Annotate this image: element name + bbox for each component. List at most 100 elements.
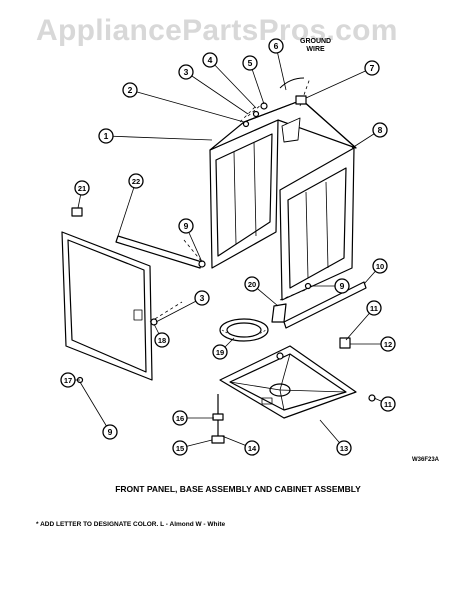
callout-leader xyxy=(79,381,111,433)
callout-number: 9 xyxy=(108,427,113,437)
callout-number: 6 xyxy=(274,41,279,51)
callout-circle xyxy=(372,122,388,138)
callout-4: 4 xyxy=(202,52,218,68)
callout-leader xyxy=(305,67,373,99)
front-panel-strap xyxy=(115,235,203,269)
base-bracket xyxy=(283,281,367,329)
callout-18: 18 xyxy=(154,332,170,348)
callout-number: 8 xyxy=(378,125,383,135)
callout-number: 14 xyxy=(248,444,257,453)
callout-1: 1 xyxy=(98,128,114,144)
callout-15: 15 xyxy=(172,440,188,456)
callout-number: 18 xyxy=(158,336,166,345)
callout-7: 7 xyxy=(364,60,380,76)
callout-number: 4 xyxy=(208,55,213,65)
callout-22: 22 xyxy=(128,173,144,189)
callout-5: 5 xyxy=(242,55,258,71)
callout-17: 17 xyxy=(60,372,76,388)
callout-number: 19 xyxy=(216,348,224,357)
callout-number: 11 xyxy=(384,400,392,409)
drawing-id: W36F23A xyxy=(412,457,440,463)
base-assembly xyxy=(219,345,357,419)
callout-circle xyxy=(242,55,258,71)
ground-wire-label: GROUND WIRE xyxy=(300,38,331,54)
callout-circle xyxy=(202,52,218,68)
callout-circle xyxy=(60,372,76,388)
callout-circle xyxy=(244,440,260,456)
callout-leader xyxy=(105,135,213,141)
callout-number: 10 xyxy=(376,262,384,271)
callout-circle xyxy=(380,396,396,412)
callout-circle xyxy=(268,38,284,54)
callout-circle xyxy=(366,300,382,316)
callout-circle xyxy=(364,60,380,76)
callout-19: 19 xyxy=(212,344,228,360)
callout-11: 11 xyxy=(380,396,396,412)
callout-circle xyxy=(98,128,114,144)
callout-leader xyxy=(129,89,245,123)
callout-circle xyxy=(380,336,396,352)
ground-wire-label-line2: WIRE xyxy=(306,46,325,53)
callout-number: 1 xyxy=(104,131,109,141)
tub-gasket-ring xyxy=(219,318,269,342)
color-note: * ADD LETTER TO DESIGNATE COLOR. L - Alm… xyxy=(36,521,226,528)
callout-number: 2 xyxy=(128,85,133,95)
callout-circle xyxy=(372,258,388,274)
callout-number: 17 xyxy=(64,376,72,385)
callout-circle xyxy=(172,440,188,456)
callout-21: 21 xyxy=(74,180,90,196)
watermark: AppliancePartsPros.com xyxy=(36,14,398,47)
callout-8: 8 xyxy=(372,122,388,138)
callout-16: 16 xyxy=(172,410,188,426)
callout-2: 2 xyxy=(122,82,138,98)
callout-number: 13 xyxy=(340,444,348,453)
callout-circle xyxy=(194,290,210,306)
ground-wire-label-line1: GROUND xyxy=(300,38,332,45)
callout-6: 6 xyxy=(268,38,284,54)
front-panel xyxy=(61,231,153,381)
callout-number: 15 xyxy=(176,444,184,453)
callout-circle xyxy=(102,424,118,440)
callout-12: 12 xyxy=(380,336,396,352)
callout-circle xyxy=(212,344,228,360)
callout-number: 3 xyxy=(184,67,189,77)
callout-number: 7 xyxy=(370,63,375,73)
callout-14: 14 xyxy=(244,440,260,456)
callout-circle xyxy=(178,64,194,80)
callout-number: 20 xyxy=(248,280,256,289)
callout-number: 11 xyxy=(370,304,378,313)
callout-leader xyxy=(155,297,203,323)
callout-number: 22 xyxy=(132,177,140,186)
cabinet-right-side xyxy=(279,147,355,301)
diagram-caption: FRONT PANEL, BASE ASSEMBLY AND CABINET A… xyxy=(115,484,361,494)
callout-leader xyxy=(185,71,249,115)
cabinet-top-frame xyxy=(209,99,357,151)
callout-20: 20 xyxy=(244,276,260,292)
callout-number: 9 xyxy=(340,281,345,291)
callout-number: 16 xyxy=(176,414,184,423)
callout-10: 10 xyxy=(372,258,388,274)
callout-number: 5 xyxy=(248,58,253,68)
callout-3: 3 xyxy=(178,64,194,80)
callout-9: 9 xyxy=(178,218,194,234)
callout-circle xyxy=(178,218,194,234)
callout-circle xyxy=(244,276,260,292)
callout-circle xyxy=(122,82,138,98)
leveling-leg xyxy=(211,394,225,444)
callout-leader xyxy=(209,59,257,109)
callout-leader xyxy=(117,180,137,237)
callout-number: 21 xyxy=(78,184,86,193)
callout-number: 9 xyxy=(184,221,189,231)
callout-circle xyxy=(334,278,350,294)
callout-circle xyxy=(74,180,90,196)
callout-circle xyxy=(154,332,170,348)
callout-13: 13 xyxy=(336,440,352,456)
callout-3: 3 xyxy=(194,290,210,306)
callout-number: 12 xyxy=(384,340,392,349)
callout-circle xyxy=(336,440,352,456)
callout-11: 11 xyxy=(366,300,382,316)
callout-circle xyxy=(128,173,144,189)
